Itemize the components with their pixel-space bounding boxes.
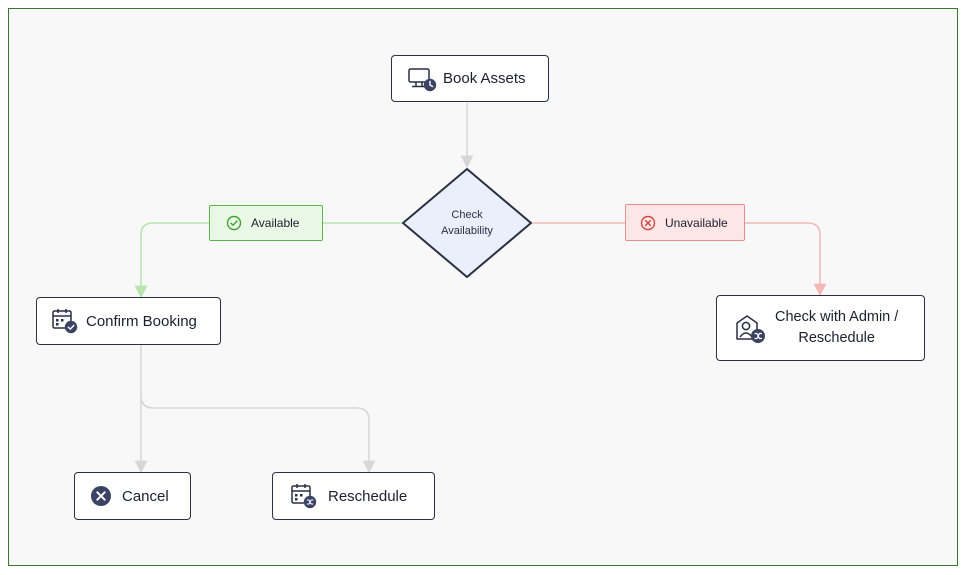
edge-available — [134, 222, 404, 299]
unavailable-label: Unavailable — [665, 215, 728, 230]
x-circle-icon — [640, 215, 656, 231]
node-reschedule[interactable]: Reschedule — [272, 472, 435, 520]
check-availability-line1: Check — [451, 209, 483, 221]
user-shield-shuffle-icon — [733, 311, 767, 345]
calendar-check-icon — [51, 307, 79, 335]
calendar-shuffle-icon — [290, 482, 318, 510]
edge-label-available: Available — [209, 205, 323, 241]
monitor-clock-icon — [407, 66, 437, 92]
cancel-label: Cancel — [122, 487, 169, 505]
check-circle-icon — [226, 215, 242, 231]
check-availability-diamond — [402, 168, 532, 278]
x-circle-icon — [90, 485, 112, 507]
edge-confirm-to-reschedule — [140, 394, 376, 474]
check-availability-label: Check Availability — [417, 207, 517, 239]
available-label: Available — [251, 216, 300, 230]
check-with-admin-line2: Reschedule — [798, 330, 875, 346]
edge-unavailable — [531, 222, 827, 297]
check-with-admin-line1: Check with Admin / — [775, 309, 899, 325]
reschedule-label: Reschedule — [328, 487, 408, 505]
book-assets-label: Book Assets — [443, 70, 526, 87]
node-confirm-booking[interactable]: Confirm Booking — [36, 297, 221, 345]
node-book-assets[interactable]: Book Assets — [391, 55, 549, 102]
check-availability-line2: Availability — [441, 225, 493, 237]
edge-label-unavailable: Unavailable — [625, 204, 745, 241]
node-check-with-admin[interactable]: Check with Admin / Reschedule — [716, 295, 925, 361]
node-cancel[interactable]: Cancel — [74, 472, 191, 520]
check-with-admin-label: Check with Admin / Reschedule — [775, 307, 898, 349]
confirm-booking-label: Confirm Booking — [86, 312, 197, 330]
